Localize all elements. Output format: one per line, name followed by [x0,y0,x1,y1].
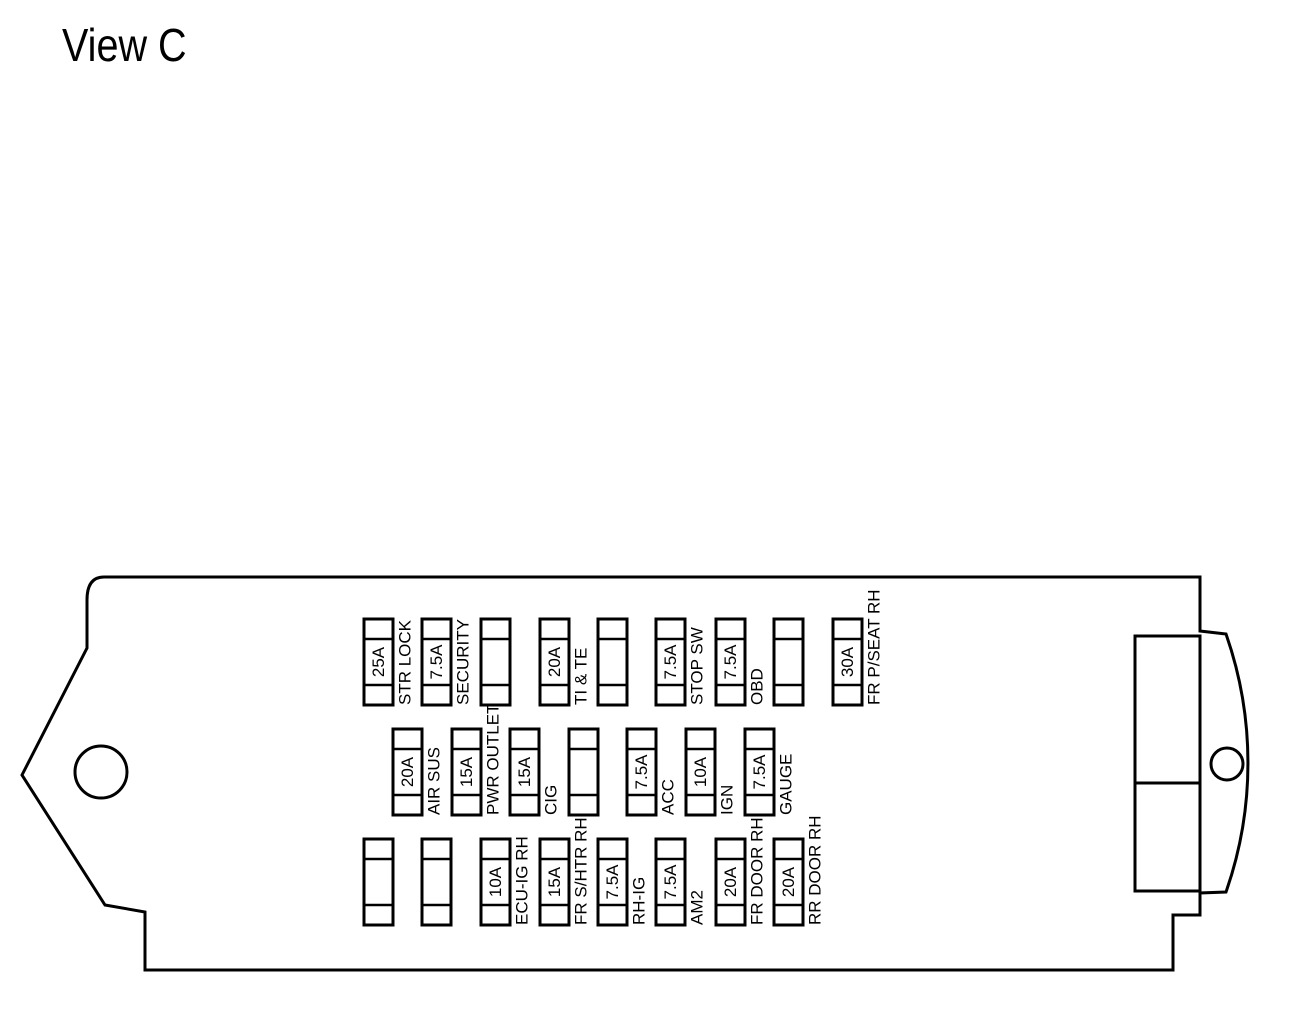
left-mounting-hole [73,744,129,800]
fuse-body [420,837,453,927]
fuse-body [654,617,687,707]
fuse-array: 25A STR LOCK 7.5A SECURITY 20A TI & TE 7.5A STO… [362,589,884,927]
fuse-body [596,617,629,707]
fuse-13 [567,727,600,817]
fuse-6: 7.5A STOP SW [654,617,707,707]
fuse-label: FR DOOR RH [748,817,767,925]
fuse-label: TI & TE [572,648,591,705]
fuse-rating: 20A [721,866,740,897]
fuse-21: 7.5A RH-IG [596,837,649,927]
fuse-12: 15A CIG [508,727,561,817]
fuse-7: 7.5A OBD [714,617,767,707]
fuse-22: 7.5A AM2 [654,837,707,927]
fuse-1: 25A STR LOCK [362,617,415,707]
fuse-body [772,837,805,927]
fuse-body [596,837,629,927]
fuse-rating: 7.5A [661,644,680,680]
fuse-18 [420,837,453,927]
fuse-rating: 20A [398,756,417,787]
fuse-4: 20A TI & TE [538,617,591,707]
fuse-body [567,727,600,817]
fuse-label: FR P/SEAT RH [865,589,884,705]
fuse-rating: 7.5A [750,754,769,790]
fuse-label: RR DOOR RH [806,815,825,925]
fuse-19: 10A ECU-IG RH [479,836,532,927]
fuse-rating: 20A [779,866,798,897]
fuse-body [508,727,541,817]
fuse-rating: 7.5A [721,644,740,680]
fuse-rating: 30A [838,646,857,677]
fuse-body [743,727,776,817]
fuse-body [684,727,717,817]
fuse-label: ACC [659,779,678,815]
fuse-body [654,837,687,927]
fuse-rating: 7.5A [427,644,446,680]
fuse-rating: 25A [369,646,388,677]
fuse-label: GAUGE [777,754,796,815]
fuse-body [479,837,512,927]
fuse-rating: 10A [691,756,710,787]
fuse-label: SECURITY [454,619,473,705]
view-title: View C [62,19,187,71]
fuse-16: 7.5A GAUGE [743,727,796,817]
fuse-body [831,617,864,707]
connector-block [1133,634,1202,893]
fuse-label: RH-IG [630,877,649,925]
fuse-20: 15A FR S/HTR RH [538,817,591,927]
fuse-label: CIG [542,785,561,815]
fuse-rating: 15A [457,756,476,787]
fuse-2: 7.5A SECURITY [420,617,473,707]
fuse-body [714,617,747,707]
fuse-10: 20A AIR SUS [391,727,444,817]
fuse-24: 20A RR DOOR RH [772,815,825,927]
fuse-rating: 15A [515,756,534,787]
fuse-label: STR LOCK [396,619,415,705]
fuse-label: AIR SUS [425,747,444,815]
fuse-8 [772,617,805,707]
fuse-9: 30A FR P/SEAT RH [831,589,884,707]
fuse-label: PWR OUTLET [484,704,503,815]
fuse-17 [362,837,395,927]
fuse-label: AM2 [688,890,707,925]
fuse-label: OBD [748,668,767,705]
fuse-label: FR S/HTR RH [572,817,591,925]
fuse-23: 20A FR DOOR RH [714,817,767,927]
fuse-box-outline [20,575,1250,972]
fuse-rating: 7.5A [603,864,622,900]
fuse-rating: 7.5A [632,754,651,790]
fuse-body [391,727,424,817]
fuse-rating: 20A [545,646,564,677]
fuse-body [479,617,512,707]
fuse-body [538,837,571,927]
fuse-body [362,617,395,707]
fuse-label: IGN [718,785,737,815]
fuse-body [714,837,747,927]
fuse-body [538,617,571,707]
fuse-15: 10A IGN [684,727,737,817]
fuse-rating: 15A [545,866,564,897]
fuse-body [772,617,805,707]
fuse-3 [479,617,512,707]
fuse-11: 15A PWR OUTLET [450,704,503,817]
right-mounting-hole [1209,746,1245,782]
fuse-5 [596,617,629,707]
fuse-label: ECU-IG RH [513,836,532,925]
fuse-label: STOP SW [688,627,707,705]
fuse-body [420,617,453,707]
fuse-14: 7.5A ACC [625,727,678,817]
fuse-body [450,727,483,817]
fuse-body [625,727,658,817]
fuse-body [362,837,395,927]
fuse-rating: 10A [486,866,505,897]
fuse-rating: 7.5A [661,864,680,900]
